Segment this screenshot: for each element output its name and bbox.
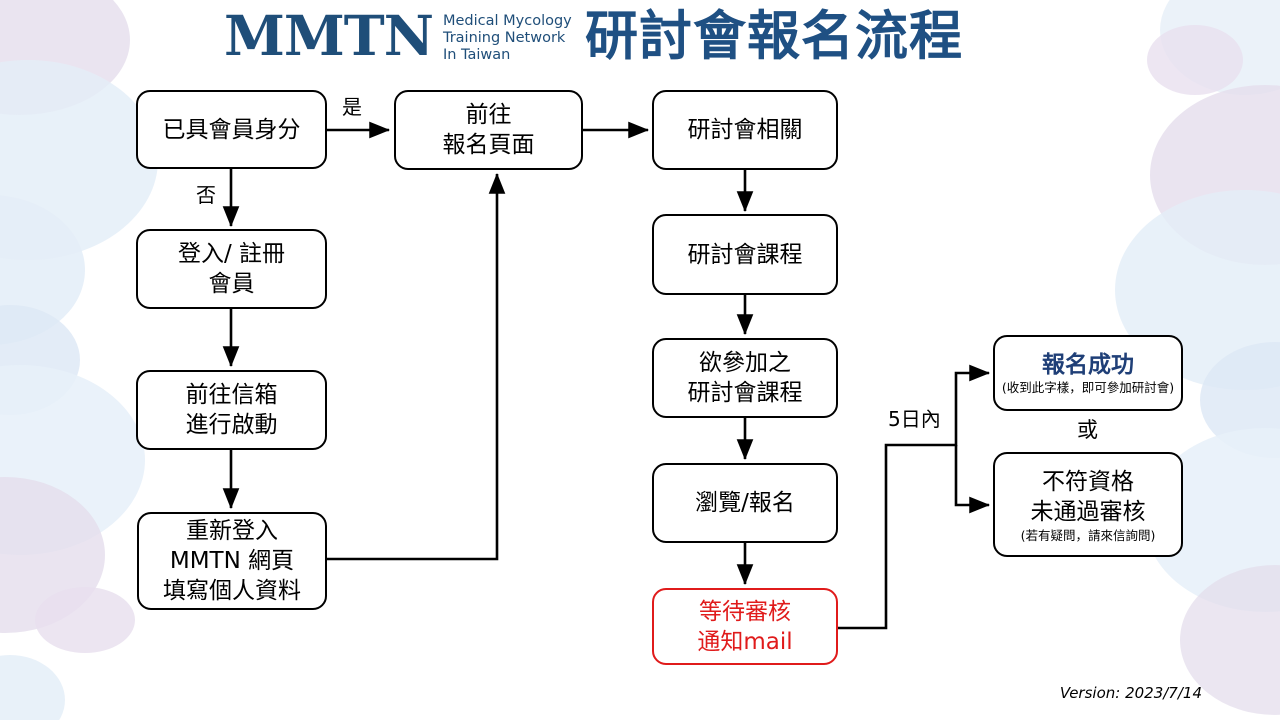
node-login-register-line-2: 會員 — [208, 271, 255, 297]
logo-tagline: Medical Mycology Training Network In Tai… — [443, 8, 572, 64]
version-label: Version: 2023/7/14 — [1059, 684, 1202, 702]
node-success[interactable]: 報名成功 (收到此字樣，即可參加研討會) — [993, 335, 1183, 411]
edge-label-yes: 是 — [342, 95, 362, 119]
node-waiting-review[interactable]: 等待審核 通知mail — [652, 588, 838, 665]
logo-tagline-line-2: Training Network — [442, 30, 566, 46]
edge-label-within-five-days: 5日內 — [888, 407, 941, 431]
node-seminar-related[interactable]: 研討會相關 — [652, 90, 838, 170]
node-browse-signup[interactable]: 瀏覽/報名 — [652, 463, 838, 543]
node-goto-signup-line-1: 前往 — [465, 102, 512, 128]
edge-waiting-to-rejected — [954, 445, 991, 514]
node-member-check-line-1: 已具會員身分 — [162, 116, 301, 143]
node-goto-signup-line-2: 報名頁面 — [442, 132, 535, 158]
node-rejected[interactable]: 不符資格 未通過審核 (若有疑問，請來信詢問) — [993, 452, 1183, 557]
mmtn-logo: MMTN Medical Mycology Training Network I… — [224, 8, 572, 64]
node-relogin-line-2: MMTN 網頁 — [169, 548, 295, 574]
node-relogin[interactable]: 重新登入 MMTN 網頁 填寫個人資料 — [137, 512, 327, 610]
node-goto-mailbox[interactable]: 前往信箱 進行啟動 — [136, 370, 327, 450]
node-success-title: 報名成功 — [1042, 351, 1134, 378]
node-member-check[interactable]: 已具會員身分 — [136, 90, 327, 169]
edge-waiting-to-success — [838, 364, 991, 630]
logo-tagline-line-1: Medical Mycology — [442, 13, 572, 29]
node-relogin-line-1: 重新登入 — [186, 518, 278, 544]
node-login-register-line-1: 登入/ 註冊 — [177, 241, 286, 267]
node-goto-mailbox-line-1: 前往信箱 — [185, 382, 278, 408]
page-title: 研討會報名流程 — [585, 6, 963, 67]
label-or: 或 — [1077, 418, 1098, 442]
node-desired-course-line-1: 欲參加之 — [699, 350, 791, 376]
edge-relogin-to-signup — [327, 172, 506, 561]
node-goto-mailbox-line-2: 進行啟動 — [185, 412, 278, 438]
node-seminar-course-line-1: 研討會課程 — [687, 241, 803, 268]
node-waiting-review-line-2: 通知mail — [697, 628, 793, 655]
node-success-subtext: (收到此字樣，即可參加研討會) — [1001, 379, 1175, 395]
node-desired-course[interactable]: 欲參加之 研討會課程 — [652, 338, 838, 418]
logo-wordmark: MMTN — [224, 3, 434, 68]
node-browse-signup-line-1: 瀏覽/報名 — [695, 490, 795, 516]
node-relogin-line-3: 填寫個人資料 — [163, 578, 301, 604]
node-login-register[interactable]: 登入/ 註冊 會員 — [136, 229, 327, 309]
node-rejected-subtext: (若有疑問，請來信詢問) — [1020, 527, 1156, 543]
slide-header: MMTN Medical Mycology Training Network I… — [0, 0, 1280, 80]
node-seminar-related-line-1: 研討會相關 — [687, 117, 803, 143]
node-waiting-review-line-1: 等待審核 — [699, 598, 791, 625]
node-rejected-line-2: 未通過審核 — [1030, 498, 1146, 525]
node-desired-course-line-2: 研討會課程 — [687, 380, 803, 406]
node-seminar-course[interactable]: 研討會課程 — [652, 214, 838, 295]
logo-tagline-line-3: In Taiwan — [442, 47, 511, 63]
node-rejected-line-1: 不符資格 — [1042, 468, 1134, 495]
node-goto-signup[interactable]: 前往 報名頁面 — [394, 90, 583, 170]
edge-label-no: 否 — [196, 183, 216, 207]
